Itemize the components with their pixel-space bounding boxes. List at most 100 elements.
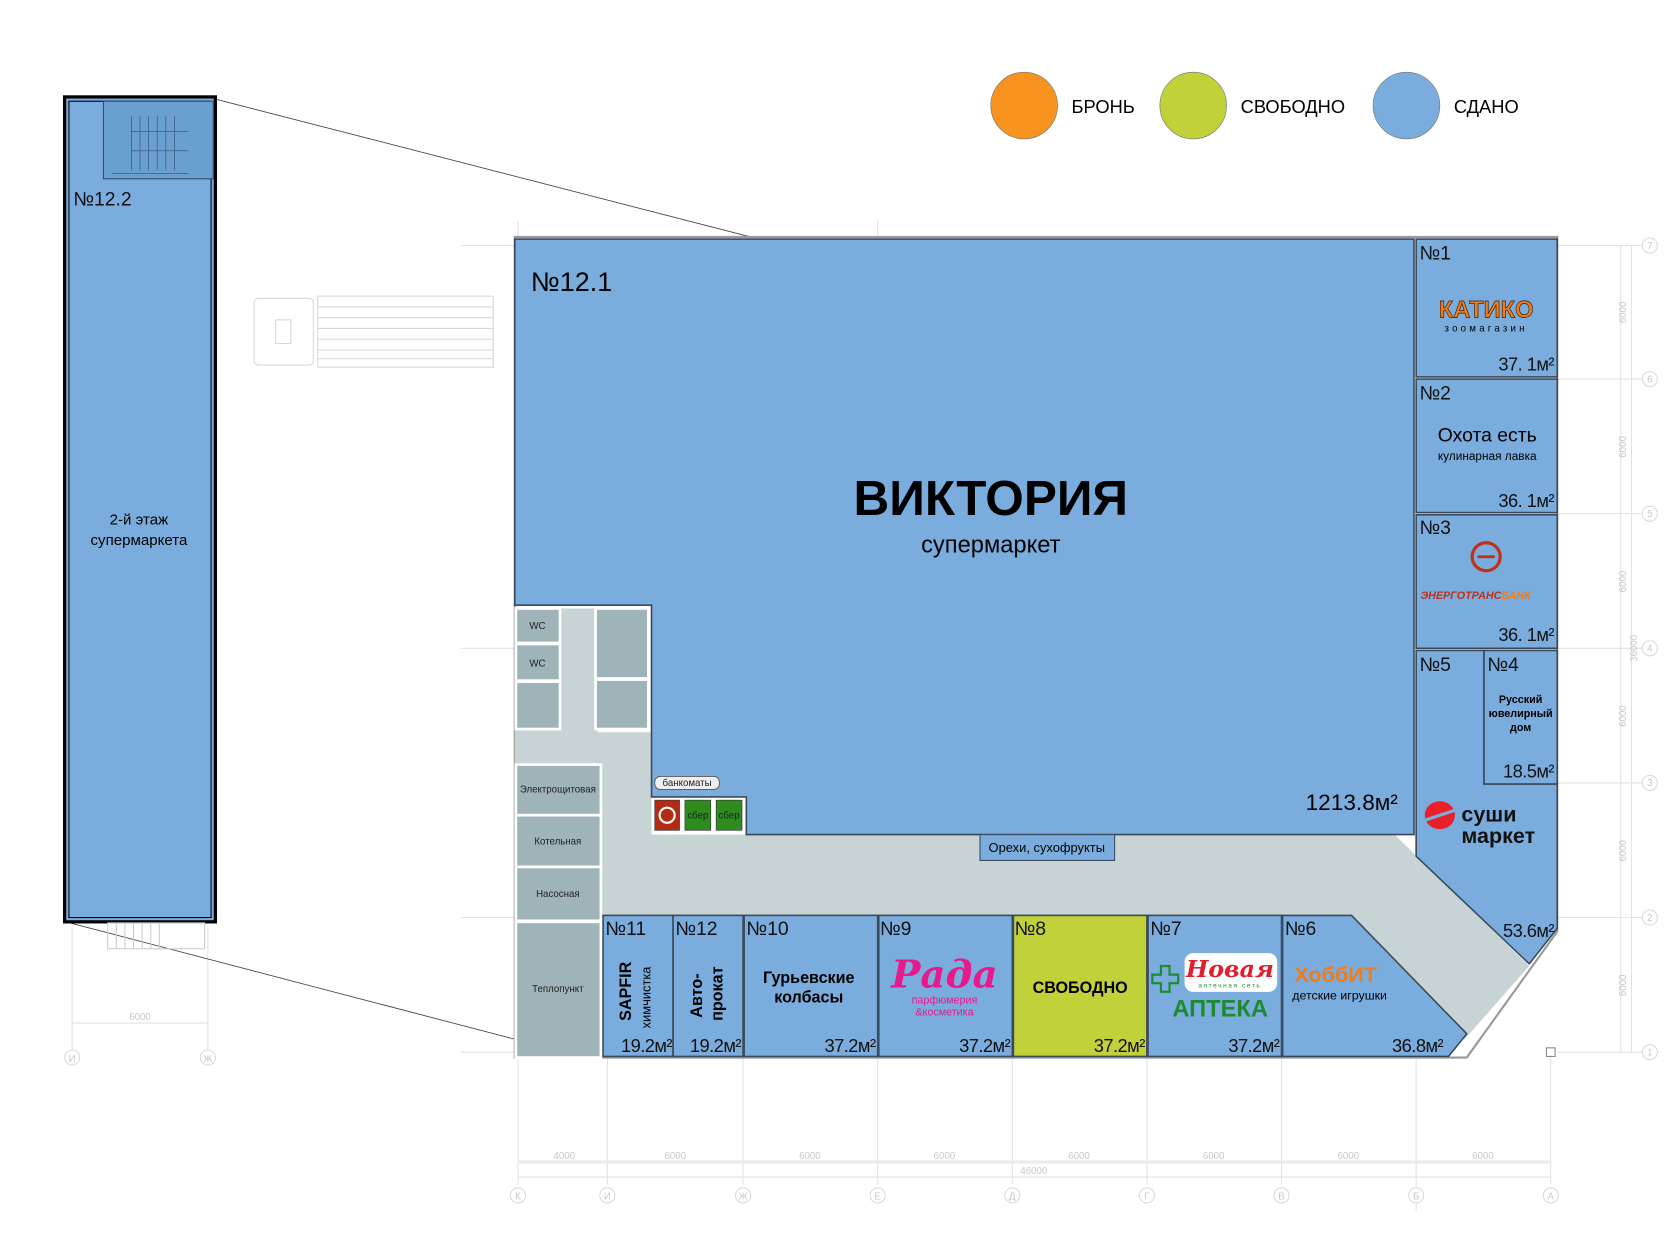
unit-8[interactable]: №8 СВОБОДНО 37.2м²	[1012, 914, 1148, 1058]
unit-9[interactable]: №9 Рада парфюмерия &косметика 37.2м²	[877, 914, 1014, 1058]
unit-number: №4	[1487, 654, 1519, 676]
dim-label: 6000	[1618, 705, 1629, 727]
axis-label: Б	[1413, 1192, 1419, 1203]
stairs-outside	[107, 922, 206, 950]
atm-sber[interactable]	[684, 799, 712, 831]
legend-swatch	[1159, 71, 1227, 140]
unit-number: №11	[605, 918, 646, 940]
unit-label: 2-й этаж	[110, 511, 169, 528]
atm-energotransbank[interactable]	[654, 799, 680, 831]
dim-label: 6000	[1203, 1151, 1225, 1162]
atm-sber[interactable]	[715, 799, 743, 831]
unit-7[interactable]: №7 Новая аптечная сеть АПТЕКА 37.2м²	[1147, 914, 1283, 1058]
axis-marker	[1004, 1187, 1021, 1204]
axis-marker	[735, 1187, 752, 1204]
atm-label: банкоматы	[663, 778, 712, 789]
unit-4[interactable]: №4 Русский ювелирный дом 18.5м²	[1483, 649, 1559, 785]
unit-number: №1	[1419, 243, 1451, 265]
axis-label: 3	[1647, 778, 1652, 789]
unit-area: 37. 1м²	[1498, 353, 1554, 374]
axis-label: 2	[1647, 913, 1652, 924]
axis-marker	[1138, 1187, 1155, 1204]
room-label: WC	[529, 659, 545, 670]
room-label: Насосная	[536, 889, 580, 900]
logo-subtitle: аптечная сеть	[1198, 983, 1261, 990]
tenant-name: Гурьевские	[763, 969, 855, 987]
tenant-name: ВИКТОРИЯ	[853, 471, 1128, 526]
column-marker	[1545, 1047, 1556, 1057]
room-label: Теплопункт	[532, 984, 584, 995]
legend: БРОНЬ СВОБОДНО СДАНО	[990, 71, 1519, 140]
unit-11[interactable]: №11 SAPFIR химчистка 19.2м²	[602, 914, 674, 1058]
unit-number: №8	[1014, 918, 1046, 940]
unit-area: 37.2м²	[959, 1035, 1010, 1056]
unit-1[interactable]: №1 КАТИКО зоомагазин 37. 1м²	[1415, 238, 1559, 378]
logo-hobbit: ХоббИТ	[1294, 963, 1376, 987]
tenant-type: &косметика	[915, 1007, 973, 1019]
pharmacy-cross-icon	[1151, 964, 1180, 993]
logo-novaya: Новая	[1185, 955, 1274, 983]
tenant-name: ювелирный	[1489, 708, 1553, 720]
tenant-type: детские игрушки	[1292, 988, 1387, 1002]
dim-label: 6000	[129, 1012, 151, 1023]
second-floor-unit[interactable]: №12.2 2-й этаж супермаркета	[63, 95, 217, 924]
axis-label: Ж	[203, 1054, 212, 1065]
stairs-icon	[112, 116, 189, 174]
unit-2[interactable]: №2 Охота есть кулинарная лавка 36. 1м²	[1415, 378, 1559, 514]
atm-area: банкоматы сбер сбер	[654, 776, 743, 831]
bank-logo-icon	[1470, 541, 1502, 573]
unit-area: 53.6м²	[1503, 920, 1554, 941]
axis-label: И	[69, 1054, 76, 1065]
legend-label: БРОНЬ	[1072, 96, 1135, 117]
kiosk-label: Орехи, сухофрукты	[989, 840, 1105, 855]
unit-area: 37.2м²	[824, 1035, 875, 1056]
unit-12-1-supermarket[interactable]: №12.1 ВИКТОРИЯ супермаркет 1213.8м²	[513, 238, 1415, 836]
axis-marker	[1641, 1044, 1658, 1061]
kiosk-nuts[interactable]: Орехи, сухофрукты	[979, 834, 1116, 861]
dim-label: 6000	[1618, 839, 1629, 861]
axis-marker	[1408, 1187, 1425, 1204]
axis-label: 7	[1647, 241, 1652, 252]
axis-label: Е	[874, 1192, 881, 1203]
room	[594, 607, 650, 680]
dim-label: 6000	[1068, 1151, 1090, 1162]
tenant-type: химчистка	[638, 966, 653, 1029]
room	[514, 680, 562, 731]
room-wc	[514, 607, 562, 645]
unit-area: 19.2м²	[690, 1035, 741, 1056]
axis-marker	[1641, 909, 1658, 926]
unit-area: 36. 1м²	[1498, 624, 1554, 645]
axis-label: К	[515, 1192, 521, 1203]
unit-10[interactable]: №10 Гурьевские колбасы 37.2м²	[743, 914, 879, 1058]
legend-item-rented: СДАНО	[1372, 71, 1519, 140]
bank-logo-icon	[658, 806, 676, 824]
tenant-name: АПТЕКА	[1172, 997, 1268, 1023]
axis-label: 4	[1647, 644, 1653, 655]
unit-number: №12	[675, 918, 717, 940]
unit-area: 36. 1м²	[1498, 490, 1554, 511]
room-label: WC	[529, 621, 545, 632]
room-label: Электрощитовая	[520, 785, 596, 796]
unit-number: №7	[1150, 918, 1182, 940]
status-free: СВОБОДНО	[1033, 979, 1128, 997]
logo-katiko: КАТИКО	[1439, 298, 1534, 324]
unit-3[interactable]: №3 ЭНЕРГОТРАНСБАНК 36. 1м²	[1415, 513, 1559, 650]
legend-item-reserved: БРОНЬ	[990, 71, 1135, 140]
axis-marker	[599, 1187, 616, 1204]
unit-area: 1213.8м²	[1306, 790, 1399, 815]
unit-number: №5	[1419, 654, 1451, 676]
tenant-name: колбасы	[774, 989, 843, 1007]
room-pump	[514, 865, 603, 923]
projection-line	[69, 922, 515, 1040]
truck-drawing	[253, 295, 494, 368]
unit-6[interactable]: №6 ХоббИТ детские игрушки 36.8м²	[1281, 914, 1468, 1058]
axis-label: Ж	[739, 1192, 748, 1203]
tenant-type: кулинарная лавка	[1438, 449, 1537, 463]
unit-number: №9	[880, 918, 912, 940]
room-wc	[514, 642, 562, 682]
unit-number: №3	[1419, 517, 1451, 539]
unit-12[interactable]: №12 Авто- прокат 19.2м²	[672, 914, 744, 1058]
tenant-name: маркет	[1461, 824, 1535, 848]
staircase	[102, 100, 214, 180]
unit-number: №10	[746, 918, 789, 940]
